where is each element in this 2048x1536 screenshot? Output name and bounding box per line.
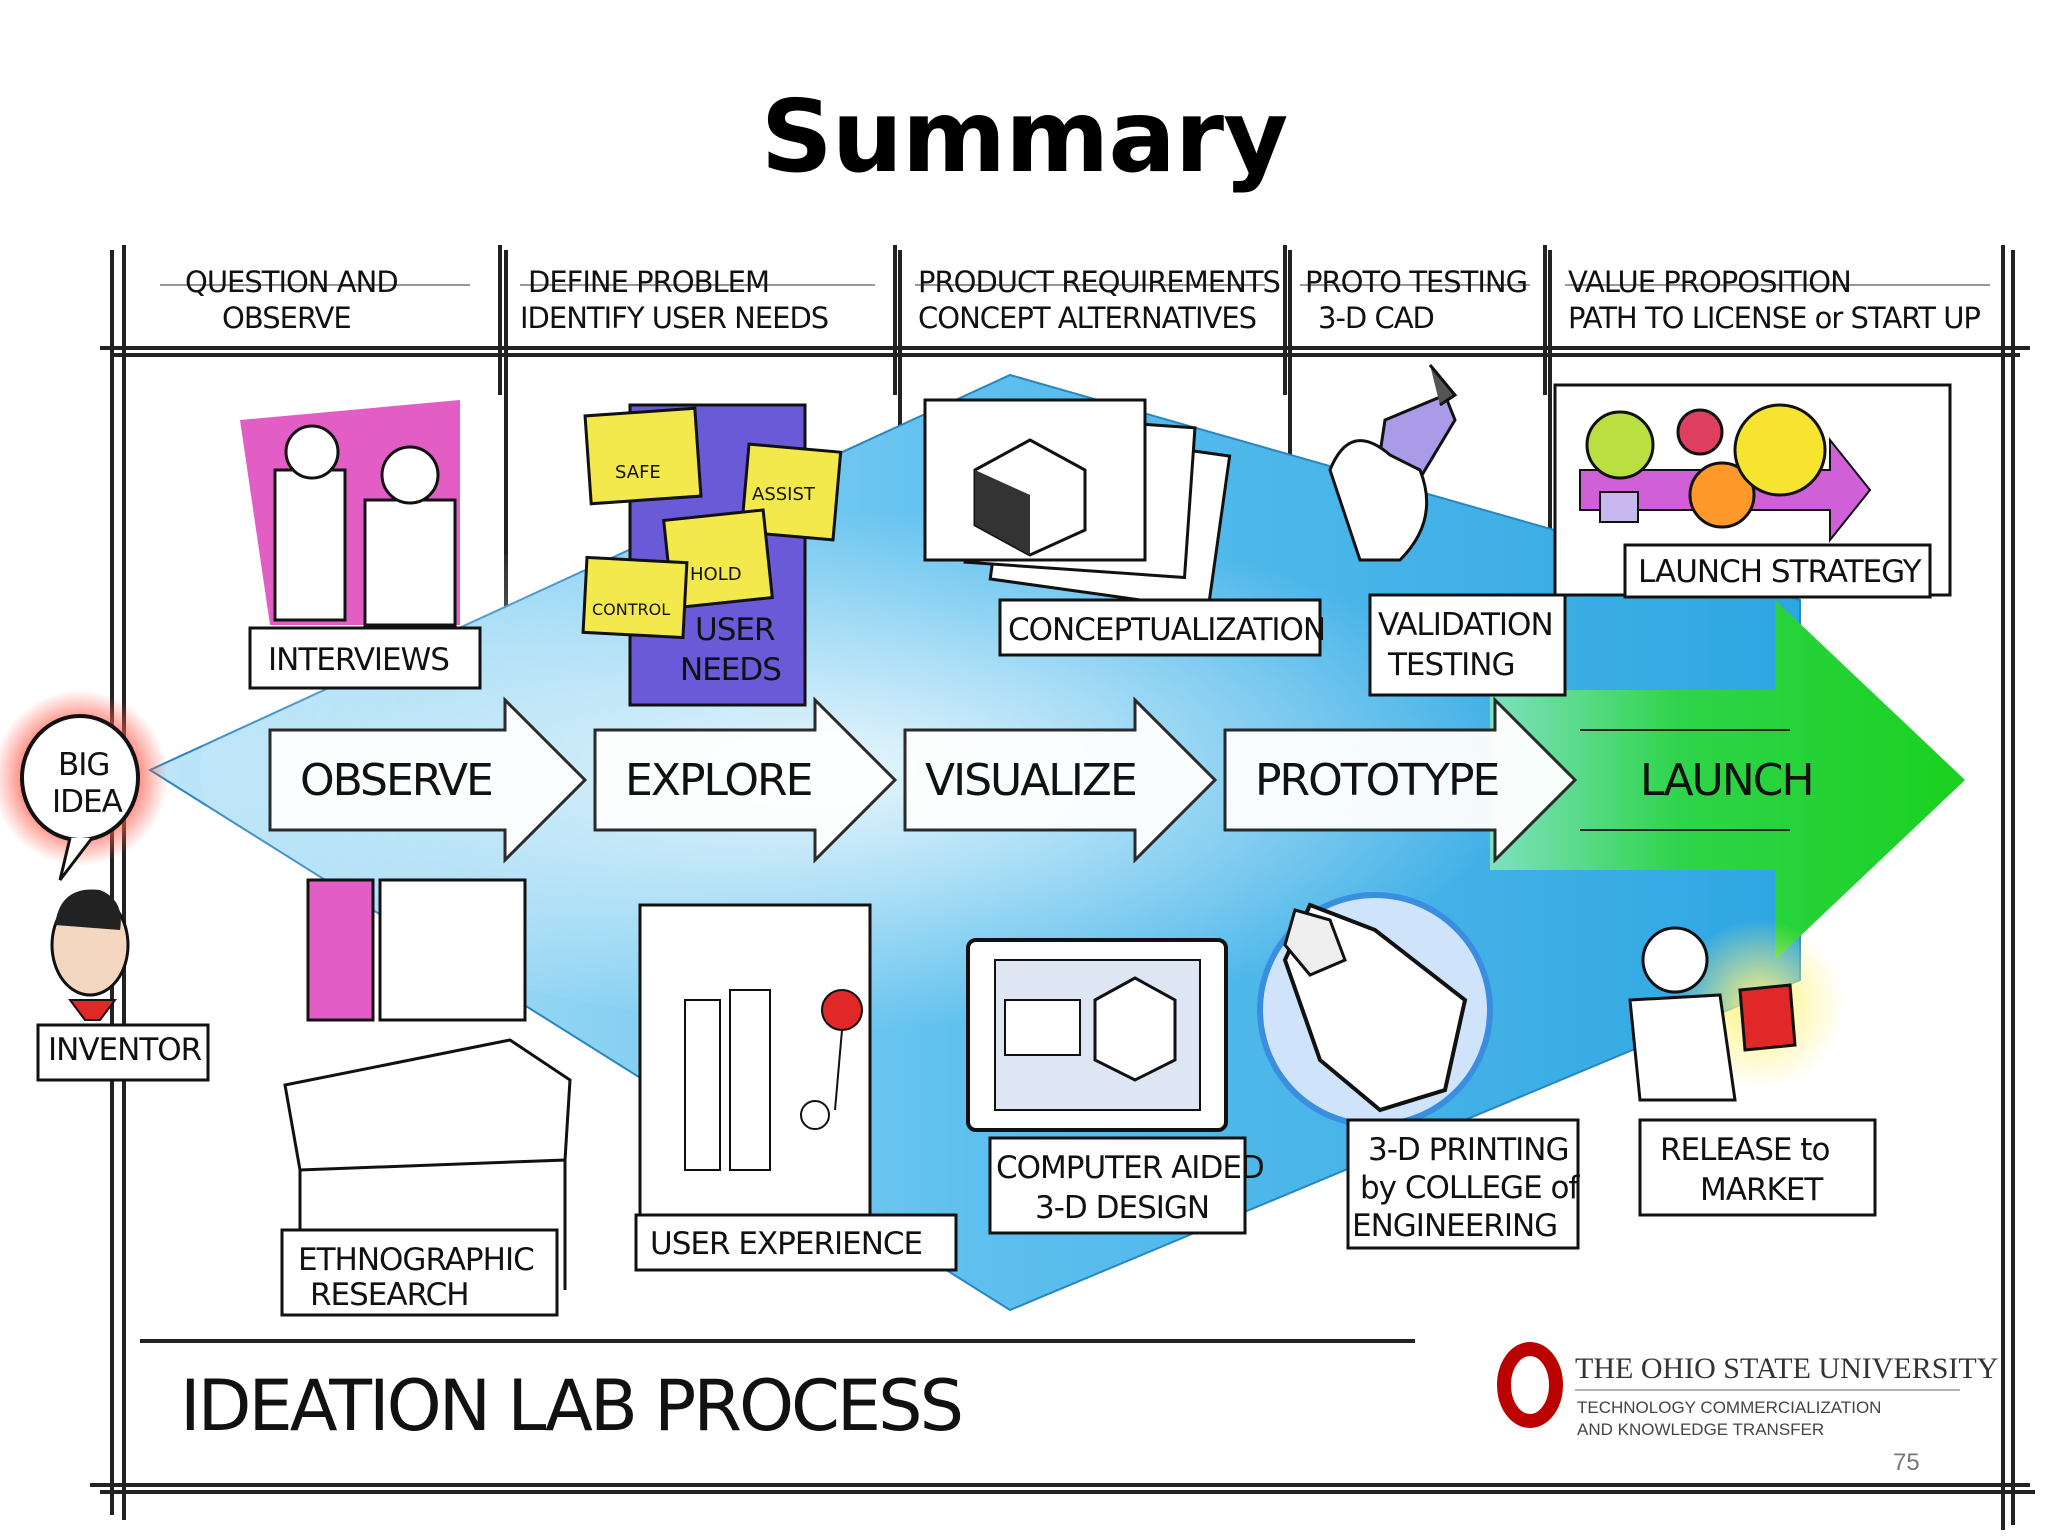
big-idea-line1: BIG <box>58 747 109 783</box>
ethnographic-label-box <box>280 1228 559 1317</box>
user-needs-illustration <box>581 403 843 707</box>
stage-visualize: VISUALIZE <box>925 755 1136 806</box>
validation-line1: VALIDATION <box>1378 607 1553 643</box>
stage-observe: OBSERVE <box>300 755 492 806</box>
col-header-4-line1: PROTO TESTING <box>1305 265 1527 299</box>
cad-line1: COMPUTER AIDED <box>996 1150 1264 1186</box>
sticky-note-control: CONTROL <box>592 600 670 619</box>
interviews-label-box <box>248 626 482 690</box>
printing-illustration <box>1257 892 1493 1128</box>
stage-arrows <box>268 696 1578 864</box>
user-experience-label: USER EXPERIENCE <box>650 1226 922 1262</box>
col-header-3-line2: CONCEPT ALTERNATIVES <box>918 301 1256 335</box>
stage-launch: LAUNCH <box>1640 755 1813 806</box>
cad-line2: 3-D DESIGN <box>1035 1190 1209 1226</box>
col-header-4-line2: 3-D CAD <box>1318 301 1434 335</box>
ethnographic-line1: ETHNOGRAPHIC <box>298 1242 534 1278</box>
validation-illustration <box>1328 364 1458 562</box>
inventor-label: INVENTOR <box>48 1032 202 1068</box>
printing-line3: ENGINEERING <box>1352 1208 1557 1244</box>
validation-line2: TESTING <box>1387 647 1515 683</box>
printing-line2: by COLLEGE of <box>1360 1170 1580 1206</box>
user-needs-line2: NEEDS <box>680 652 781 688</box>
sticky-note-safe: SAFE <box>615 462 661 483</box>
col-header-5-line2: PATH TO LICENSE or START UP <box>1568 301 1980 335</box>
launch-strategy-label-box <box>1623 543 1932 599</box>
ethnographic-illustration <box>283 878 572 1300</box>
user-experience-label-box <box>634 1213 958 1272</box>
conceptualization-illustration <box>923 398 1232 612</box>
col-header-5-line1: VALUE PROPOSITION <box>1568 265 1851 299</box>
printing-label-box <box>1346 1118 1580 1250</box>
footer-title: IDEATION LAB PROCESS <box>180 1365 961 1447</box>
osu-dept-line1: TECHNOLOGY COMMERCIALIZATION <box>1577 1398 1881 1417</box>
ethnographic-line2: RESEARCH <box>310 1277 469 1313</box>
validation-label-box <box>1368 593 1567 697</box>
cad-illustration <box>966 938 1228 1132</box>
release-label-box <box>1638 1118 1877 1217</box>
user-needs-line1: USER <box>695 612 775 648</box>
osu-name: THE OHIO STATE UNIVERSITY <box>1575 1352 1998 1385</box>
conceptualization-label: CONCEPTUALIZATION <box>1008 612 1325 648</box>
frame-lines <box>90 245 2035 1530</box>
sticky-note-assist: ASSIST <box>752 484 816 505</box>
printing-line1: 3-D PRINTING <box>1368 1132 1569 1168</box>
col-header-1-line1: QUESTION AND <box>185 265 398 299</box>
interviews-label: INTERVIEWS <box>268 642 449 678</box>
stage-explore: EXPLORE <box>625 755 811 806</box>
user-experience-illustration <box>638 903 872 1217</box>
col-header-2-line1: DEFINE PROBLEM <box>528 265 769 299</box>
release-line1: RELEASE to <box>1660 1132 1829 1168</box>
launch-strategy-label: LAUNCH STRATEGY <box>1638 554 1922 590</box>
page-number: 75 <box>1893 1449 1920 1476</box>
inventor-label-box <box>36 1023 210 1082</box>
interviews-illustration <box>240 400 460 627</box>
release-illustration <box>1628 920 1845 1102</box>
release-line2: MARKET <box>1700 1172 1824 1208</box>
col-header-1-line2: OBSERVE <box>222 301 351 335</box>
launch-arrow <box>1490 600 1965 960</box>
inventor-figure <box>50 889 130 1021</box>
osu-logo <box>1497 1342 1563 1428</box>
col-header-2-line2: IDENTIFY USER NEEDS <box>520 301 828 335</box>
big-idea-line2: IDEA <box>52 784 123 820</box>
sticky-note-hold: HOLD <box>690 564 742 585</box>
stage-prototype: PROTOTYPE <box>1255 755 1498 806</box>
conceptualization-label-box <box>998 598 1322 657</box>
cad-label-box <box>988 1136 1247 1235</box>
page-title: Summary <box>760 78 1289 195</box>
osu-dept-line2: AND KNOWLEDGE TRANSFER <box>1577 1420 1824 1439</box>
col-header-3-line1: PRODUCT REQUIREMENTS <box>918 265 1280 299</box>
